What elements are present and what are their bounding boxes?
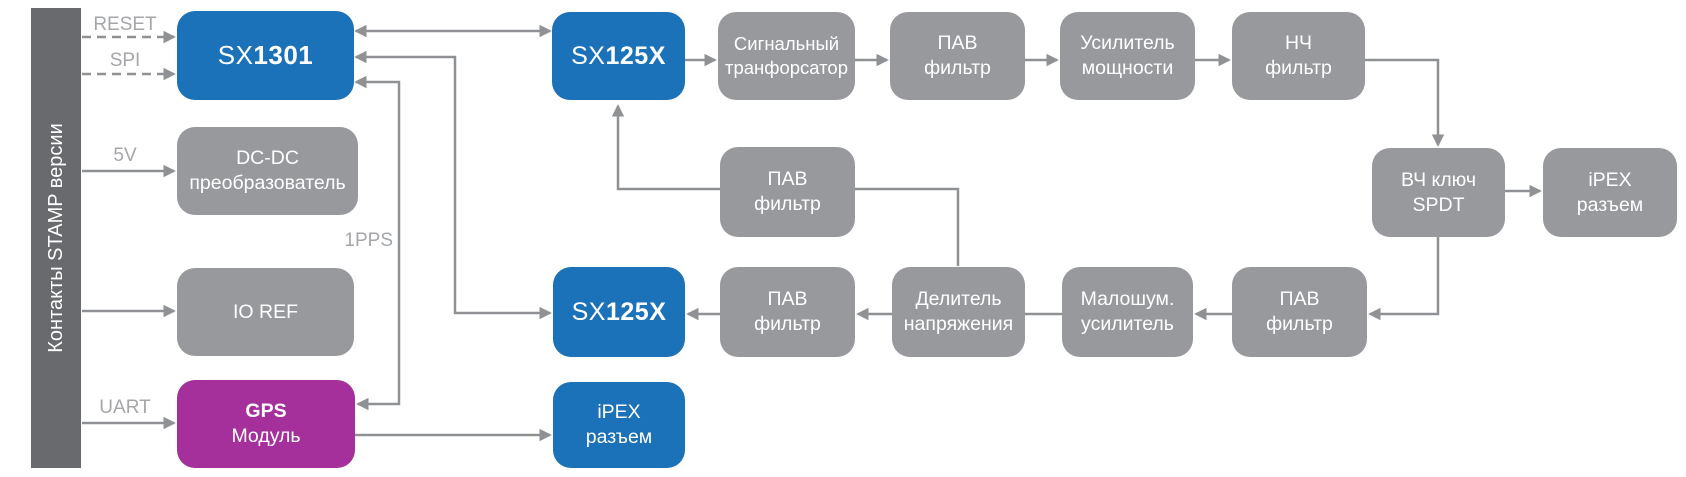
block-sx125x-top: SX125X bbox=[552, 12, 685, 100]
block-io-ref: IO REF bbox=[177, 268, 354, 356]
block-lna: Малошум.усилитель bbox=[1062, 267, 1193, 357]
pin-label-reset: RESET bbox=[93, 14, 157, 35]
wire-lffilter-rfswitch bbox=[1365, 58, 1445, 147]
pin-label-5v: 5V bbox=[113, 145, 137, 166]
pin-label-1pps: 1PPS bbox=[344, 230, 393, 251]
stamp-contacts-bar: Контакты STAMP версии bbox=[31, 8, 81, 468]
block-sx125x-top-label: SX125X bbox=[571, 41, 666, 70]
stamp-contacts-label: Контакты STAMP версии bbox=[44, 123, 67, 353]
wire-sx1301-sx125x-bottom bbox=[354, 50, 552, 320]
block-sx1301: SX1301 bbox=[177, 11, 354, 100]
block-sx125x-bottom-label: SX125X bbox=[571, 297, 667, 326]
wire-rfswitch-sawright bbox=[1368, 237, 1440, 321]
block-sx1301-label: SX1301 bbox=[217, 40, 314, 70]
pin-label-spi: SPI bbox=[109, 50, 141, 71]
wire-sawmid-sx125xtop bbox=[611, 104, 720, 191]
wire-divider-sawmid bbox=[855, 187, 960, 266]
block-sx125x-bottom: SX125X bbox=[553, 267, 685, 357]
wire-1pps bbox=[354, 75, 401, 411]
pin-label-uart: UART bbox=[99, 397, 151, 418]
